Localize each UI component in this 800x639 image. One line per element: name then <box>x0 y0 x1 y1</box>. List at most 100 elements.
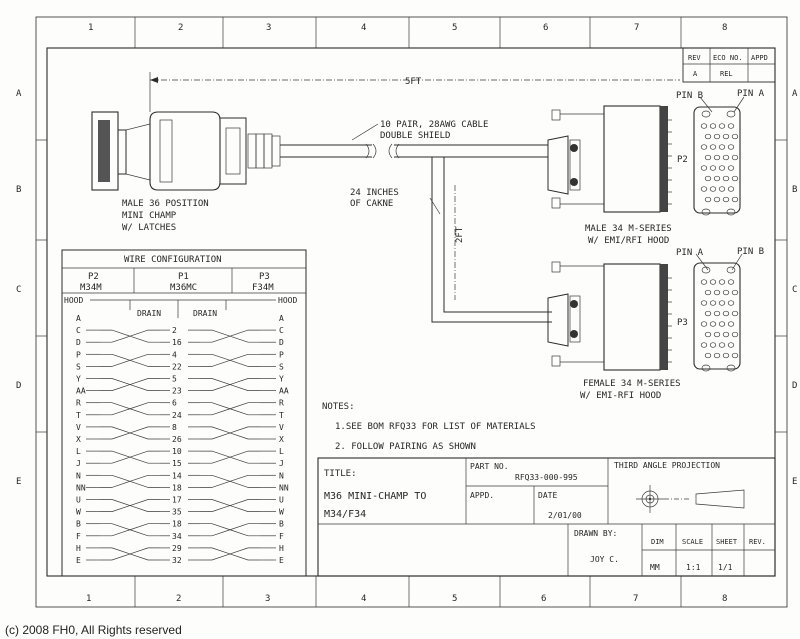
rev-header: REV <box>688 54 701 62</box>
wire-left-pin: A <box>76 314 81 323</box>
dim-label: DIM <box>651 538 664 546</box>
wire-center-pin: 34 <box>172 532 182 541</box>
twisted-pair-wire <box>100 450 160 464</box>
connector-pin <box>709 165 717 171</box>
drain-right: DRAIN <box>193 309 217 318</box>
connector-pin <box>727 300 735 306</box>
p1-desc-line2: MINI CHAMP <box>122 211 177 221</box>
row-label: A <box>792 89 798 99</box>
col-label: 6 <box>541 594 546 604</box>
connector-pin <box>713 289 721 296</box>
connector-pin <box>700 123 708 129</box>
connector-pin <box>722 175 730 182</box>
connector-pin <box>704 331 712 338</box>
twisted-pair-wire <box>100 547 160 561</box>
row-label: B <box>792 185 797 195</box>
mount-hole <box>726 110 736 118</box>
connector-pin <box>718 321 726 327</box>
wire-right-pin: A <box>279 314 284 323</box>
twisted-pair-wire <box>200 547 260 561</box>
mount-hole <box>701 208 711 216</box>
col-label: 6 <box>543 23 548 33</box>
connector-pin <box>709 123 717 129</box>
wire-right-pin: N <box>279 471 284 480</box>
wire-right-pin: U <box>279 496 284 505</box>
col-label: 2 <box>178 23 183 33</box>
twisted-pair-wire <box>200 378 260 391</box>
col-label: 1 <box>88 23 93 33</box>
branch-length-label: 2FT <box>455 226 465 243</box>
wire-right-pin: F <box>279 532 284 541</box>
p1-col-type: M36MC <box>170 283 197 293</box>
p3-connector <box>547 261 672 371</box>
wire-left-pin: J <box>76 459 81 468</box>
mount-hole <box>726 208 736 216</box>
row-label: D <box>16 381 21 391</box>
wire-right-pin: C <box>279 326 284 335</box>
connector-pin <box>731 310 739 317</box>
rev-label: REV. <box>749 538 766 546</box>
connector-pin <box>704 175 712 182</box>
hood-left: HOOD <box>64 296 83 305</box>
p2-col-type: M34M <box>80 283 102 293</box>
hood-right: HOOD <box>278 296 297 305</box>
note-2: 2. FOLLOW PAIRING AS SHOWN <box>335 442 476 452</box>
connector-pin <box>722 310 730 317</box>
connector-pin <box>713 196 721 203</box>
twisted-pair-wire <box>200 402 260 416</box>
copyright-text: (c) 2008 FH0, All Rights reserved <box>5 623 182 637</box>
twisted-pair-wire <box>200 353 260 367</box>
wire-center-pin: 5 <box>172 375 177 384</box>
wire-left-pin: D <box>76 338 81 347</box>
p1-desc-line1: MALE 36 POSITION <box>122 199 209 209</box>
wire-left-pin: B <box>76 520 81 529</box>
wire-left-pin: R <box>76 399 81 408</box>
connector-pin <box>731 133 739 140</box>
connector-pin <box>700 186 708 192</box>
wire-right-pin: X <box>279 435 284 444</box>
p2-desc-line2: W/ EMI/RFI HOOD <box>588 236 669 246</box>
twisted-pair-wire <box>200 499 260 512</box>
connector-pin <box>700 279 708 285</box>
p3-label: P3 <box>677 318 688 328</box>
wire-left-pin: Y <box>76 375 81 384</box>
wire-right-pin: J <box>279 459 284 468</box>
connector-pin <box>718 186 726 192</box>
wire-center-pin: 18 <box>172 483 182 492</box>
p3-col-name: P3 <box>259 272 270 282</box>
rev-value: A <box>693 70 698 78</box>
wire-center-pin: 14 <box>172 471 182 480</box>
title-label: TITLE: <box>324 469 357 479</box>
connector-pin <box>713 352 721 359</box>
column-labels-top: 1 2 3 4 5 6 7 8 <box>88 23 727 33</box>
wire-left-pin: V <box>76 423 81 432</box>
twisted-pair-wire <box>100 474 160 488</box>
wire-center-pin: 15 <box>172 459 182 468</box>
breakout-cable <box>429 157 552 323</box>
wire-left-pin: S <box>76 362 81 371</box>
connector-pin <box>731 175 739 182</box>
connector-pin <box>718 300 726 306</box>
wire-right-pin: D <box>279 338 284 347</box>
p2-pin-a-label: PIN A <box>737 89 765 99</box>
row-label: C <box>792 285 797 295</box>
connector-pin <box>718 165 726 171</box>
date-value: 2/01/00 <box>548 511 582 520</box>
wire-center-pin: 22 <box>172 362 182 371</box>
twisted-pair-wire <box>100 523 160 537</box>
length-label: 5FT <box>405 77 422 87</box>
connector-pin <box>722 331 730 338</box>
connector-pin <box>713 310 721 317</box>
connector-pin <box>704 352 712 359</box>
sheet-value: 1/1 <box>718 563 733 572</box>
connector-pin <box>722 154 730 161</box>
twisted-pair-wire <box>200 329 260 343</box>
row-label: E <box>792 477 797 487</box>
p2-pin-b-label: PIN B <box>676 91 703 101</box>
p2-desc-line1: MALE 34 M-SERIES <box>585 224 672 234</box>
wire-center-pin: 10 <box>172 447 182 456</box>
p3-pin-b-label: PIN B <box>737 247 764 257</box>
wire-right-pin: NN <box>279 483 289 492</box>
connector-pin <box>718 123 726 129</box>
wire-center-pin: 17 <box>172 496 182 505</box>
